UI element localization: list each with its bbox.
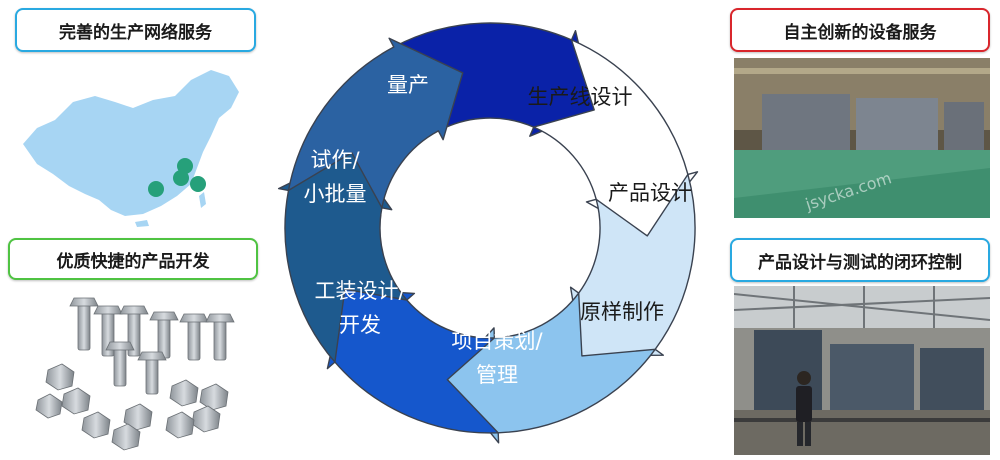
hainan-shape — [135, 220, 149, 227]
cycle-arrow-prototype — [446, 292, 656, 444]
nuts-group — [35, 363, 229, 451]
china-map — [15, 56, 255, 228]
cycle-label-tooling-design: 工装设计/ — [314, 279, 406, 303]
cycle-label-project-plan: 项目策划/ — [451, 329, 543, 353]
workshop-rail — [734, 418, 990, 422]
bolts-group — [69, 297, 235, 395]
map-location-dot — [190, 176, 206, 192]
taiwan-shape — [199, 192, 206, 208]
cycle-arrow-trial — [287, 37, 464, 209]
bolts-photo — [18, 290, 256, 455]
bolts-and-nuts-icon — [35, 297, 235, 451]
cycle-label-product-design: 产品设计 — [608, 181, 692, 205]
floor-reflection — [734, 150, 990, 198]
map-location-dot — [148, 181, 164, 197]
workshop-machine — [920, 348, 984, 410]
workshop-machine — [830, 344, 914, 414]
workshop-floor — [734, 410, 990, 455]
equipment-service-title: 自主创新的设备服务 — [730, 8, 990, 52]
cycle-label-tooling-design-line2: 开发 — [339, 313, 381, 337]
factory-machine — [944, 102, 984, 150]
cycle-label-trial-line2: 小批量 — [304, 182, 367, 206]
product-development-title: 优质快捷的产品开发 — [8, 238, 258, 280]
factory-floor-photo: jsycka.com — [734, 58, 990, 218]
cycle-arrow-tooling-design — [277, 152, 408, 363]
cycle-label-line-design: 生产线设计 — [528, 85, 633, 109]
cycle-arrow-product-design — [569, 173, 696, 357]
cycle-arrow-mass-production — [393, 22, 595, 137]
cycle-arrow-line-design — [533, 39, 699, 237]
roof-trusses — [734, 286, 990, 328]
factory-roof-beam — [734, 68, 990, 74]
factory-machine — [762, 94, 850, 150]
workshop-photo — [734, 286, 990, 455]
factory-photo: jsycka.com — [734, 58, 990, 218]
factory-machine — [856, 98, 938, 150]
cycle-label-project-plan-line2: 管理 — [476, 363, 518, 387]
cycle-label-prototype: 原样制作 — [580, 300, 664, 324]
closed-loop-test-title: 产品设计与测试的闭环控制 — [730, 238, 990, 282]
network-service-title: 完善的生产网络服务 — [15, 8, 256, 52]
cycle-arrow-project-plan — [326, 288, 499, 434]
china-map-icon — [23, 70, 239, 227]
worker-figure — [796, 371, 812, 446]
map-location-dot — [173, 170, 189, 186]
workshop-photo-icon — [734, 286, 990, 455]
cycle-label-trial: 试作/ — [310, 148, 360, 172]
cycle-label-mass-production: 量产 — [387, 73, 429, 97]
